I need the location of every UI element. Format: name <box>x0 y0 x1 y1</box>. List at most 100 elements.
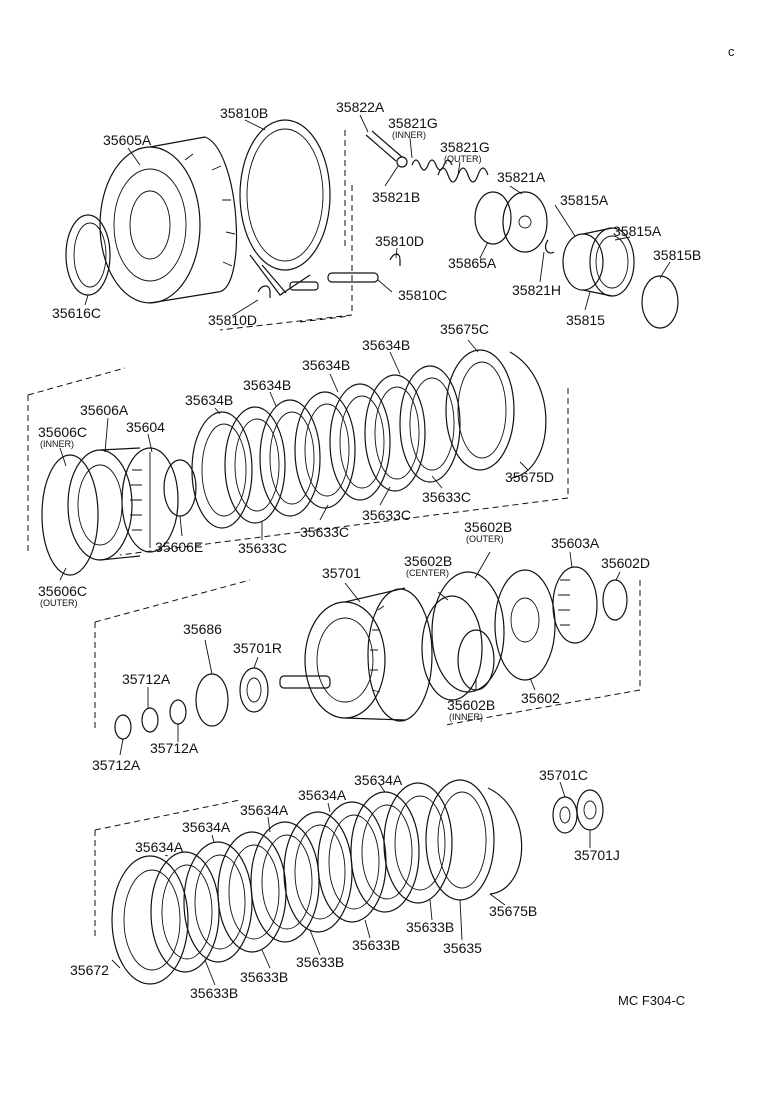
label-35602: 35602 <box>521 690 560 706</box>
label-35821A: 35821A <box>497 169 546 185</box>
group-hub <box>94 566 641 740</box>
label-35701: 35701 <box>322 565 361 581</box>
part-35604-retainer <box>121 447 179 553</box>
label-35604: 35604 <box>126 419 165 435</box>
label-35810D-1: 35810D <box>375 233 424 249</box>
note-35606C-inner: (INNER) <box>40 439 74 449</box>
label-35675D: 35675D <box>505 469 554 485</box>
part-35822A-rod <box>365 130 403 162</box>
label-35675B: 35675B <box>489 903 537 919</box>
label-35821H: 35821H <box>512 282 561 298</box>
label-35633B-5: 35633B <box>190 985 238 1001</box>
part-35701-hub <box>279 587 433 722</box>
label-35635: 35635 <box>443 940 482 956</box>
note-35602B-center: (CENTER) <box>406 568 449 578</box>
part-35865A-seal <box>474 191 512 245</box>
label-35712A-2: 35712A <box>150 740 199 756</box>
label-35606E: 35606E <box>155 539 203 555</box>
leader-lines <box>59 114 671 986</box>
part-35701J-bearing <box>576 789 604 831</box>
part-35602B-center <box>421 595 483 701</box>
part-35712A-race-1 <box>114 714 132 740</box>
label-35603A: 35603A <box>551 535 600 551</box>
part-labels: 35605A 35810B 35822A 35821G (INNER) 3582… <box>38 44 735 1008</box>
part-35821G-inner-spring <box>411 159 453 171</box>
label-35821G-outer: 35821G <box>440 139 490 155</box>
label-35633C-1: 35633C <box>422 489 471 505</box>
part-35686-ring <box>195 673 229 727</box>
label-35672: 35672 <box>70 962 109 978</box>
part-35821A-piston <box>502 191 548 253</box>
note-35821G-inner: (INNER) <box>392 130 426 140</box>
note-35606C-outer: (OUTER) <box>40 598 78 608</box>
part-35821B-washer <box>396 156 408 168</box>
label-35701R: 35701R <box>233 640 282 656</box>
label-35633C-4: 35633C <box>238 540 287 556</box>
label-35822A: 35822A <box>336 99 385 115</box>
label-35605A: 35605A <box>103 132 152 148</box>
part-35712A-race-3 <box>169 699 187 725</box>
reference-code: MC F304-C <box>618 993 685 1008</box>
label-35686: 35686 <box>183 621 222 637</box>
part-35810B-brake-band <box>239 119 331 296</box>
part-35712A-race-2 <box>141 707 159 733</box>
label-35633B-3: 35633B <box>296 954 344 970</box>
label-35821G-inner: 35821G <box>388 115 438 131</box>
label-35634B-3: 35634B <box>243 377 291 393</box>
part-35602D-snap-ring <box>602 579 628 621</box>
label-35634B-2: 35634B <box>302 357 350 373</box>
label-35606C-inner: 35606C <box>38 424 87 440</box>
part-35635-pressure-plate <box>425 779 495 901</box>
part-35821H-snap <box>544 239 555 254</box>
label-35633B-2: 35633B <box>352 937 400 953</box>
label-35701J: 35701J <box>574 847 620 863</box>
group-brake-band-servo <box>65 119 679 331</box>
group-clutch-pack-lower <box>94 779 604 985</box>
label-35633C-2: 35633C <box>362 507 411 523</box>
part-35602-piston <box>494 569 556 681</box>
part-35675D-snap-ring <box>509 351 547 479</box>
part-35701C-washer <box>552 796 578 834</box>
label-35606A: 35606A <box>80 402 129 418</box>
label-35712A-1: 35712A <box>122 671 171 687</box>
label-35815: 35815 <box>566 312 605 328</box>
label-35815B: 35815B <box>653 247 701 263</box>
part-35606C-outer-seal <box>41 454 99 576</box>
part-35815-cover <box>562 227 635 297</box>
label-35634A-4: 35634A <box>182 819 231 835</box>
label-35616C: 35616C <box>52 305 101 321</box>
label-35602D: 35602D <box>601 555 650 571</box>
label-35633C-3: 35633C <box>300 524 349 540</box>
part-35810D-clip-2 <box>389 253 401 266</box>
part-35605A-drum <box>99 136 238 304</box>
label-35712A-3: 35712A <box>92 757 141 773</box>
label-35810C: 35810C <box>398 287 447 303</box>
part-35810D-clip <box>257 285 271 298</box>
part-35603A-retainer <box>552 566 598 644</box>
part-35602B-outer <box>431 571 505 693</box>
label-35701C: 35701C <box>539 767 588 783</box>
label-35865A: 35865A <box>448 255 497 271</box>
label-35675C: 35675C <box>440 321 489 337</box>
note-35602B-outer: (OUTER) <box>466 534 504 544</box>
note-35602B-inner: (INNER) <box>449 712 483 722</box>
corner-mark: c <box>728 44 735 59</box>
label-35810B: 35810B <box>220 105 268 121</box>
clutch-discs-35634B <box>191 365 461 529</box>
label-35633B-4: 35633B <box>240 969 288 985</box>
part-35701R-bearing <box>239 667 269 713</box>
label-35602B-center: 35602B <box>404 553 452 569</box>
part-35675C-pressure-plate <box>445 349 515 471</box>
part-35606E-snap-ring <box>163 459 197 517</box>
label-35634A-1: 35634A <box>354 772 403 788</box>
clutch-discs-35634A <box>111 782 453 985</box>
label-35815A-2: 35815A <box>613 223 662 239</box>
label-35634B-1: 35634B <box>362 337 410 353</box>
part-35815B-snap-ring <box>641 275 679 329</box>
label-35602B-inner: 35602B <box>447 697 495 713</box>
label-35634A-5: 35634A <box>135 839 184 855</box>
note-35821G-outer: (OUTER) <box>444 154 482 164</box>
label-35602B-outer: 35602B <box>464 519 512 535</box>
